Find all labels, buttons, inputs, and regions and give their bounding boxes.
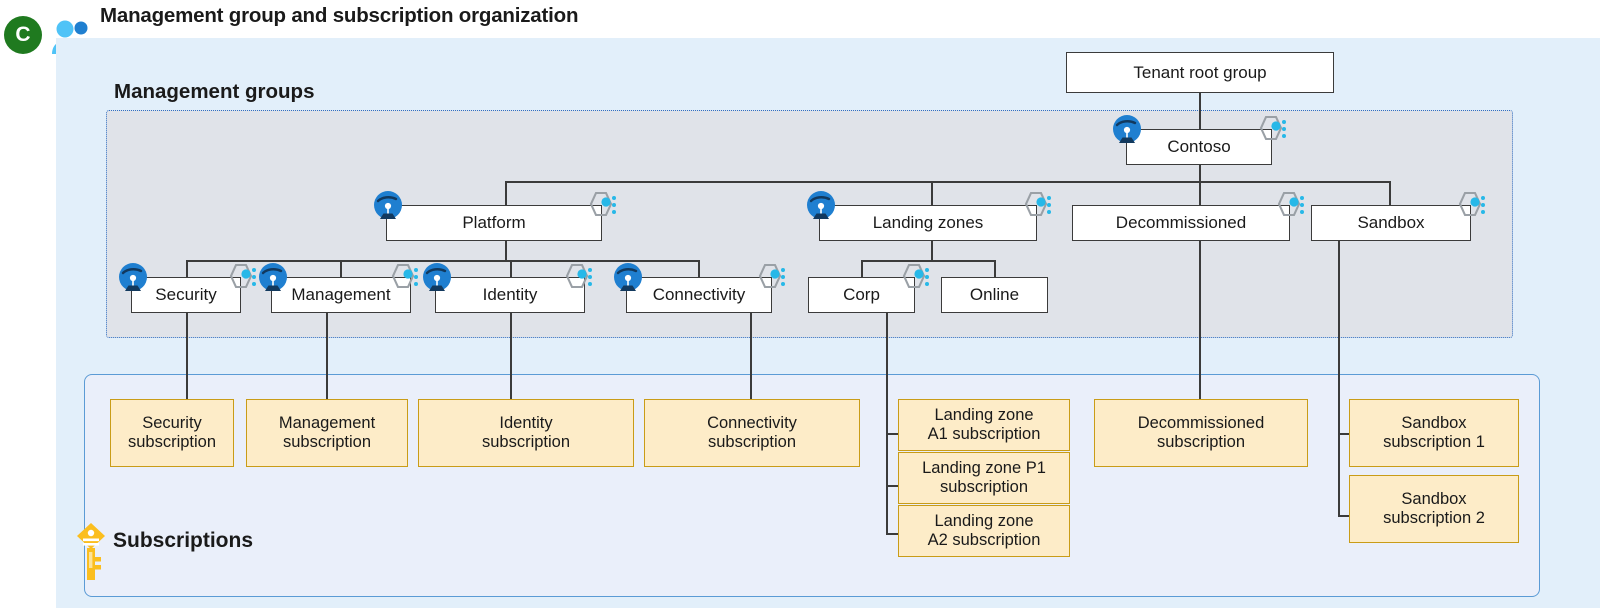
connector-branch-sandbox-1 xyxy=(1338,433,1350,436)
connector-drop-management xyxy=(340,260,343,278)
key-icon xyxy=(74,521,108,583)
node-label: Sandbox xyxy=(1357,213,1425,233)
subscription-label-line1: Security xyxy=(142,413,202,432)
node-label: Online xyxy=(969,285,1020,305)
node-landing-zones[interactable]: Landing zones xyxy=(819,205,1037,241)
connector-lz-children-bus xyxy=(861,260,995,263)
node-corp[interactable]: Corp xyxy=(808,277,915,313)
connector-drop-corp xyxy=(861,260,864,278)
node-label: Security xyxy=(155,285,217,305)
subscription-label-line1: Landing zone P1 xyxy=(922,458,1046,477)
node-connectivity[interactable]: Connectivity xyxy=(626,277,772,313)
connector-contoso-down xyxy=(1199,165,1202,182)
connector-branch-lz-a1 xyxy=(886,433,900,436)
subscription-identity[interactable]: Identity subscription xyxy=(418,399,634,467)
subscription-label-line2: subscription xyxy=(707,433,797,451)
connector-drop-platform xyxy=(505,181,508,205)
subscription-label-line1: Sandbox xyxy=(1401,489,1467,508)
connector-corp-trunk xyxy=(886,313,889,535)
node-label: Identity xyxy=(482,285,538,305)
subscription-label-line2: A1 subscription xyxy=(927,425,1041,443)
subscription-landing-zone-a1[interactable]: Landing zone A1 subscription xyxy=(898,399,1070,451)
subscription-label-line2: subscription xyxy=(1156,433,1246,451)
subscription-management[interactable]: Management subscription xyxy=(246,399,408,467)
node-label: Tenant root group xyxy=(1133,62,1267,82)
node-security[interactable]: Security xyxy=(131,277,241,313)
subscription-label-line1: Landing zone xyxy=(934,405,1034,424)
connector-branch-lz-a2 xyxy=(886,533,900,536)
subscription-label-line1: Sandbox xyxy=(1401,413,1467,432)
connector-branch-lz-p1 xyxy=(886,485,900,488)
node-tenant-root-group[interactable]: Tenant root group xyxy=(1066,52,1334,93)
node-label: Contoso xyxy=(1167,137,1231,157)
node-label: Corp xyxy=(843,285,880,305)
connector-security-to-subscription xyxy=(186,313,189,399)
subscription-decommissioned[interactable]: Decommissioned subscription xyxy=(1094,399,1308,467)
connector-identity-to-subscription xyxy=(510,313,513,399)
connector-decommissioned-to-subscription xyxy=(1199,240,1202,399)
subscription-label-line2: A2 subscription xyxy=(927,531,1041,549)
contoso-c-badge-icon: C xyxy=(4,16,42,54)
connector-branch-sandbox-2 xyxy=(1338,515,1350,518)
connector-management-to-subscription xyxy=(326,313,329,399)
node-management[interactable]: Management xyxy=(271,277,411,313)
subscription-label-line2: subscription 1 xyxy=(1383,433,1485,451)
subscription-label-line2: subscription 2 xyxy=(1383,509,1485,527)
node-label: Platform xyxy=(462,213,526,233)
subscription-landing-zone-p1[interactable]: Landing zone P1 subscription xyxy=(898,452,1070,504)
connector-drop-decommissioned xyxy=(1199,181,1202,205)
connector-drop-security xyxy=(186,260,189,278)
connector-tenant-to-contoso xyxy=(1199,93,1202,130)
subscription-label-line1: Decommissioned xyxy=(1137,413,1265,432)
connector-connectivity-to-subscription xyxy=(750,313,753,399)
page-title: Management group and subscription organi… xyxy=(100,4,579,27)
node-label: Decommissioned xyxy=(1115,213,1247,233)
connector-platform-children-bus xyxy=(186,260,698,263)
subscription-label-line2: subscription xyxy=(127,433,217,451)
node-identity[interactable]: Identity xyxy=(435,277,585,313)
subscription-connectivity[interactable]: Connectivity subscription xyxy=(644,399,860,467)
node-platform[interactable]: Platform xyxy=(386,205,602,241)
connector-sandbox-trunk xyxy=(1338,240,1341,517)
node-label: Landing zones xyxy=(872,213,984,233)
subscription-label-line1: Identity xyxy=(499,413,553,432)
connector-platform-down xyxy=(505,240,508,262)
node-decommissioned[interactable]: Decommissioned xyxy=(1072,205,1290,241)
subscription-label-line1: Connectivity xyxy=(707,413,797,432)
connector-drop-online xyxy=(994,260,997,278)
subscription-label-line1: Management xyxy=(278,413,376,432)
connector-drop-sandbox xyxy=(1389,181,1392,205)
node-sandbox[interactable]: Sandbox xyxy=(1311,205,1471,241)
node-contoso[interactable]: Contoso xyxy=(1126,129,1272,165)
node-label: Management xyxy=(291,285,391,305)
subscription-label-line2: subscription xyxy=(282,433,372,451)
subscriptions-label: Subscriptions xyxy=(113,529,254,552)
subscription-label-line2: subscription xyxy=(939,478,1029,496)
subscription-security[interactable]: Security subscription xyxy=(110,399,234,467)
connector-level2-bus xyxy=(505,181,1391,184)
subscription-label-line1: Landing zone xyxy=(934,511,1034,530)
subscription-landing-zone-a2[interactable]: Landing zone A2 subscription xyxy=(898,505,1070,557)
connector-drop-connectivity xyxy=(698,260,701,278)
management-groups-label: Management groups xyxy=(114,80,315,103)
subscription-sandbox-2[interactable]: Sandbox subscription 2 xyxy=(1349,475,1519,543)
subscription-sandbox-1[interactable]: Sandbox subscription 1 xyxy=(1349,399,1519,467)
connector-drop-landing-zones xyxy=(931,181,934,205)
node-online[interactable]: Online xyxy=(941,277,1048,313)
node-label: Connectivity xyxy=(652,285,746,305)
subscription-label-line2: subscription xyxy=(481,433,571,451)
connector-landing-zones-down xyxy=(931,240,934,262)
connector-drop-identity xyxy=(510,260,513,278)
